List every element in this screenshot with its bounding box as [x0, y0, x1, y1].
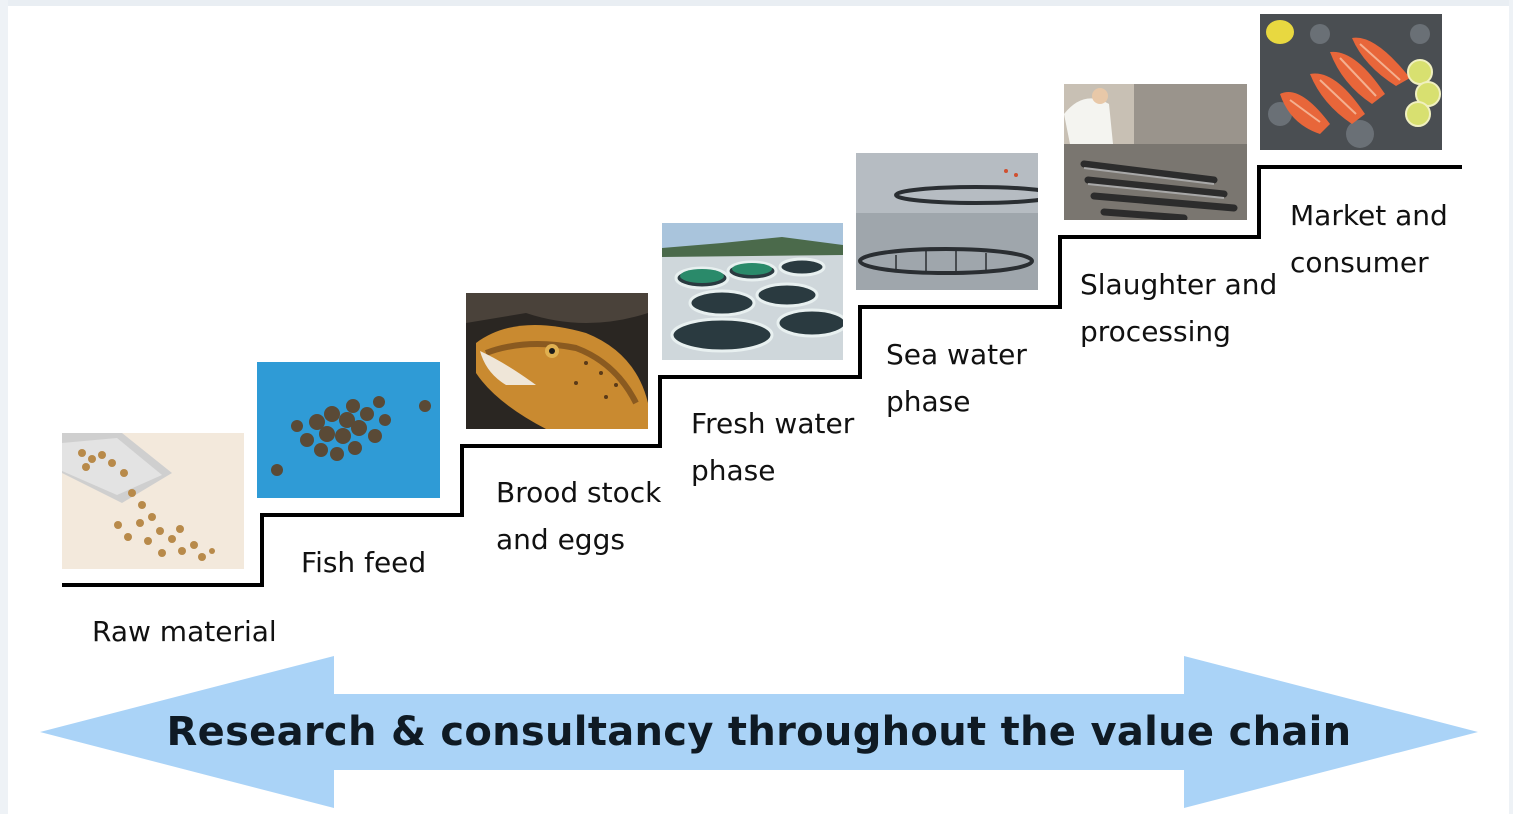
label-line: and eggs [496, 523, 625, 556]
step-label-fish-feed: Fish feed [301, 539, 426, 586]
step-label-brood-stock: Brood stock and eggs [496, 469, 661, 563]
label-line: Fresh water [691, 407, 855, 440]
label-line: phase [886, 385, 971, 418]
step-label-market: Market and consumer [1290, 192, 1448, 286]
label-line: Fish feed [301, 546, 427, 579]
label-line: consumer [1290, 246, 1429, 279]
market-photo [1260, 14, 1442, 150]
label-line: Market and [1290, 199, 1448, 232]
label-line: Slaughter and [1080, 268, 1278, 301]
step-label-fresh-water: Fresh water phase [691, 400, 854, 494]
double-arrow-shape [40, 656, 1478, 808]
step-label-slaughter: Slaughter and processing [1080, 261, 1277, 355]
label-line: processing [1080, 315, 1231, 348]
banner-text: Research & consultancy throughout the va… [166, 709, 1352, 755]
step-label-raw-material: Raw material [92, 608, 277, 655]
label-line: Sea water [886, 338, 1027, 371]
sea-water-photo [856, 153, 1038, 290]
fresh-water-photo [662, 223, 843, 360]
brood-stock-photo [466, 293, 648, 429]
label-line: Brood stock [496, 476, 662, 509]
raw-material-photo [62, 433, 244, 569]
right-border [1509, 0, 1513, 814]
left-border [0, 0, 8, 814]
step-label-sea-water: Sea water phase [886, 331, 1027, 425]
top-border [0, 0, 1513, 6]
fish-feed-photo [257, 362, 440, 498]
slaughter-photo [1064, 84, 1247, 220]
label-line: phase [691, 454, 776, 487]
label-line: Raw material [92, 615, 277, 648]
value-chain-banner: Research & consultancy throughout the va… [40, 656, 1478, 808]
